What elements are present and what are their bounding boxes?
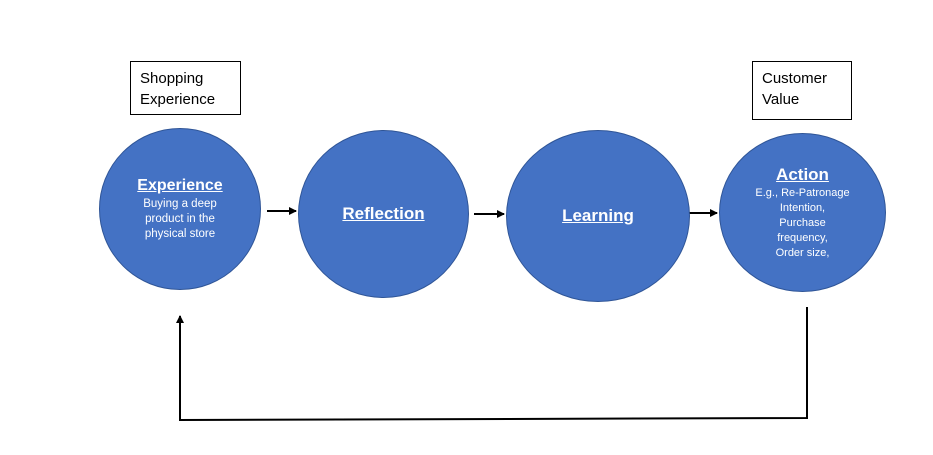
node-reflection-title: Reflection <box>342 204 425 223</box>
node-action-desc-4: frequency, <box>777 231 828 244</box>
node-action-desc-2: Intention, <box>779 201 826 214</box>
node-experience-desc-2: product in the <box>145 213 215 225</box>
node-action-title: Action <box>776 164 829 184</box>
node-action-desc-5: Order size, <box>775 246 830 259</box>
feedback-loop-arrow <box>176 307 808 422</box>
shopping-label-line-2: Experience <box>140 91 216 108</box>
customer-value-label-box: Customer Value <box>752 61 852 120</box>
node-learning: Learning <box>506 130 690 302</box>
node-experience-desc-3: physical store <box>144 228 216 240</box>
node-action-desc-1: E.g., Re-Patronage <box>755 186 850 199</box>
customer-label-line-2: Value <box>762 91 800 108</box>
node-experience-title: Experience <box>137 177 223 194</box>
node-action-desc-3: Purchase <box>779 216 826 229</box>
shopping-label-line-1: Shopping <box>140 70 204 87</box>
node-learning-title: Learning <box>562 206 634 225</box>
node-experience: Experience Buying a deep product in the … <box>99 128 261 290</box>
customer-label-line-1: Customer <box>762 70 828 87</box>
node-action: Action E.g., Re-Patronage Intention, Pur… <box>719 133 886 292</box>
node-experience-desc-1: Buying a deep <box>143 198 217 210</box>
node-reflection: Reflection <box>298 130 469 298</box>
shopping-experience-label-box: Shopping Experience <box>130 61 241 115</box>
